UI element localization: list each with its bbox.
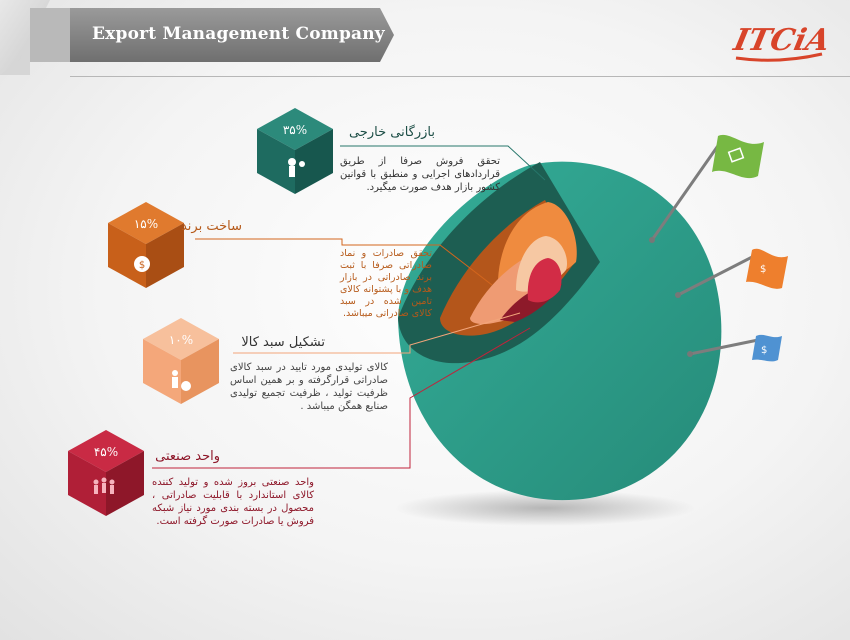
item-4-description: واحد صنعتی بروز شده و تولید کننده کالای … <box>152 477 314 527</box>
connector-4 <box>152 327 531 469</box>
header-banner <box>0 0 394 75</box>
cube-industrial-unit: ۴۵% <box>68 430 144 516</box>
item-1-title: بازرگانی خارجی <box>348 125 435 140</box>
sphere-shadow <box>395 490 695 526</box>
chart-person-icon <box>288 158 305 177</box>
cube-product-basket: ۱۰% <box>143 318 219 404</box>
page-title: Export Management Company <box>92 24 385 44</box>
header-divider <box>70 76 850 77</box>
item-3-title: تشکیل سبد کالا <box>241 335 325 350</box>
item-1-description: تحقق فروش صرفا از طریق قراردادهای اجرایی… <box>340 156 500 193</box>
item-2-title: ساخت برند <box>180 219 242 234</box>
company-logo: ITCiA <box>730 23 828 62</box>
flag-blue: $ <box>687 334 782 362</box>
svg-text:$: $ <box>139 260 145 271</box>
connector-3 <box>233 312 521 354</box>
people-group-icon <box>93 477 115 494</box>
cube-foreign-trade: ۳۵% <box>257 108 333 194</box>
person-dollar-icon <box>172 370 191 391</box>
sphere-layer-core-face <box>527 258 562 303</box>
cube-2-percent: ۱۵% <box>134 217 158 231</box>
cube-4-percent: ۴۵% <box>94 445 118 459</box>
item-3-description: کالای تولیدی مورد تایید در سبد کالای صاد… <box>230 362 388 412</box>
money-bag-icon: $ <box>134 256 150 272</box>
cube-3-percent: ۱۰% <box>169 333 193 347</box>
connector-1 <box>340 145 546 181</box>
svg-text:ITCiA: ITCiA <box>730 23 828 58</box>
cash-icon: $ <box>761 345 767 356</box>
money-icon: $ <box>760 264 766 275</box>
document-icon <box>727 147 745 163</box>
item-2-description: تحقق صادرات و نماد صادراتی صرفا با ثبت ب… <box>340 248 432 319</box>
flag-green <box>649 134 764 243</box>
item-4-title: واحد صنعتی <box>155 449 220 464</box>
connector-2 <box>195 238 493 286</box>
flag-orange: $ <box>675 248 788 298</box>
cube-brand-building: ۱۵% $ <box>108 202 184 288</box>
cube-1-percent: ۳۵% <box>283 123 307 137</box>
